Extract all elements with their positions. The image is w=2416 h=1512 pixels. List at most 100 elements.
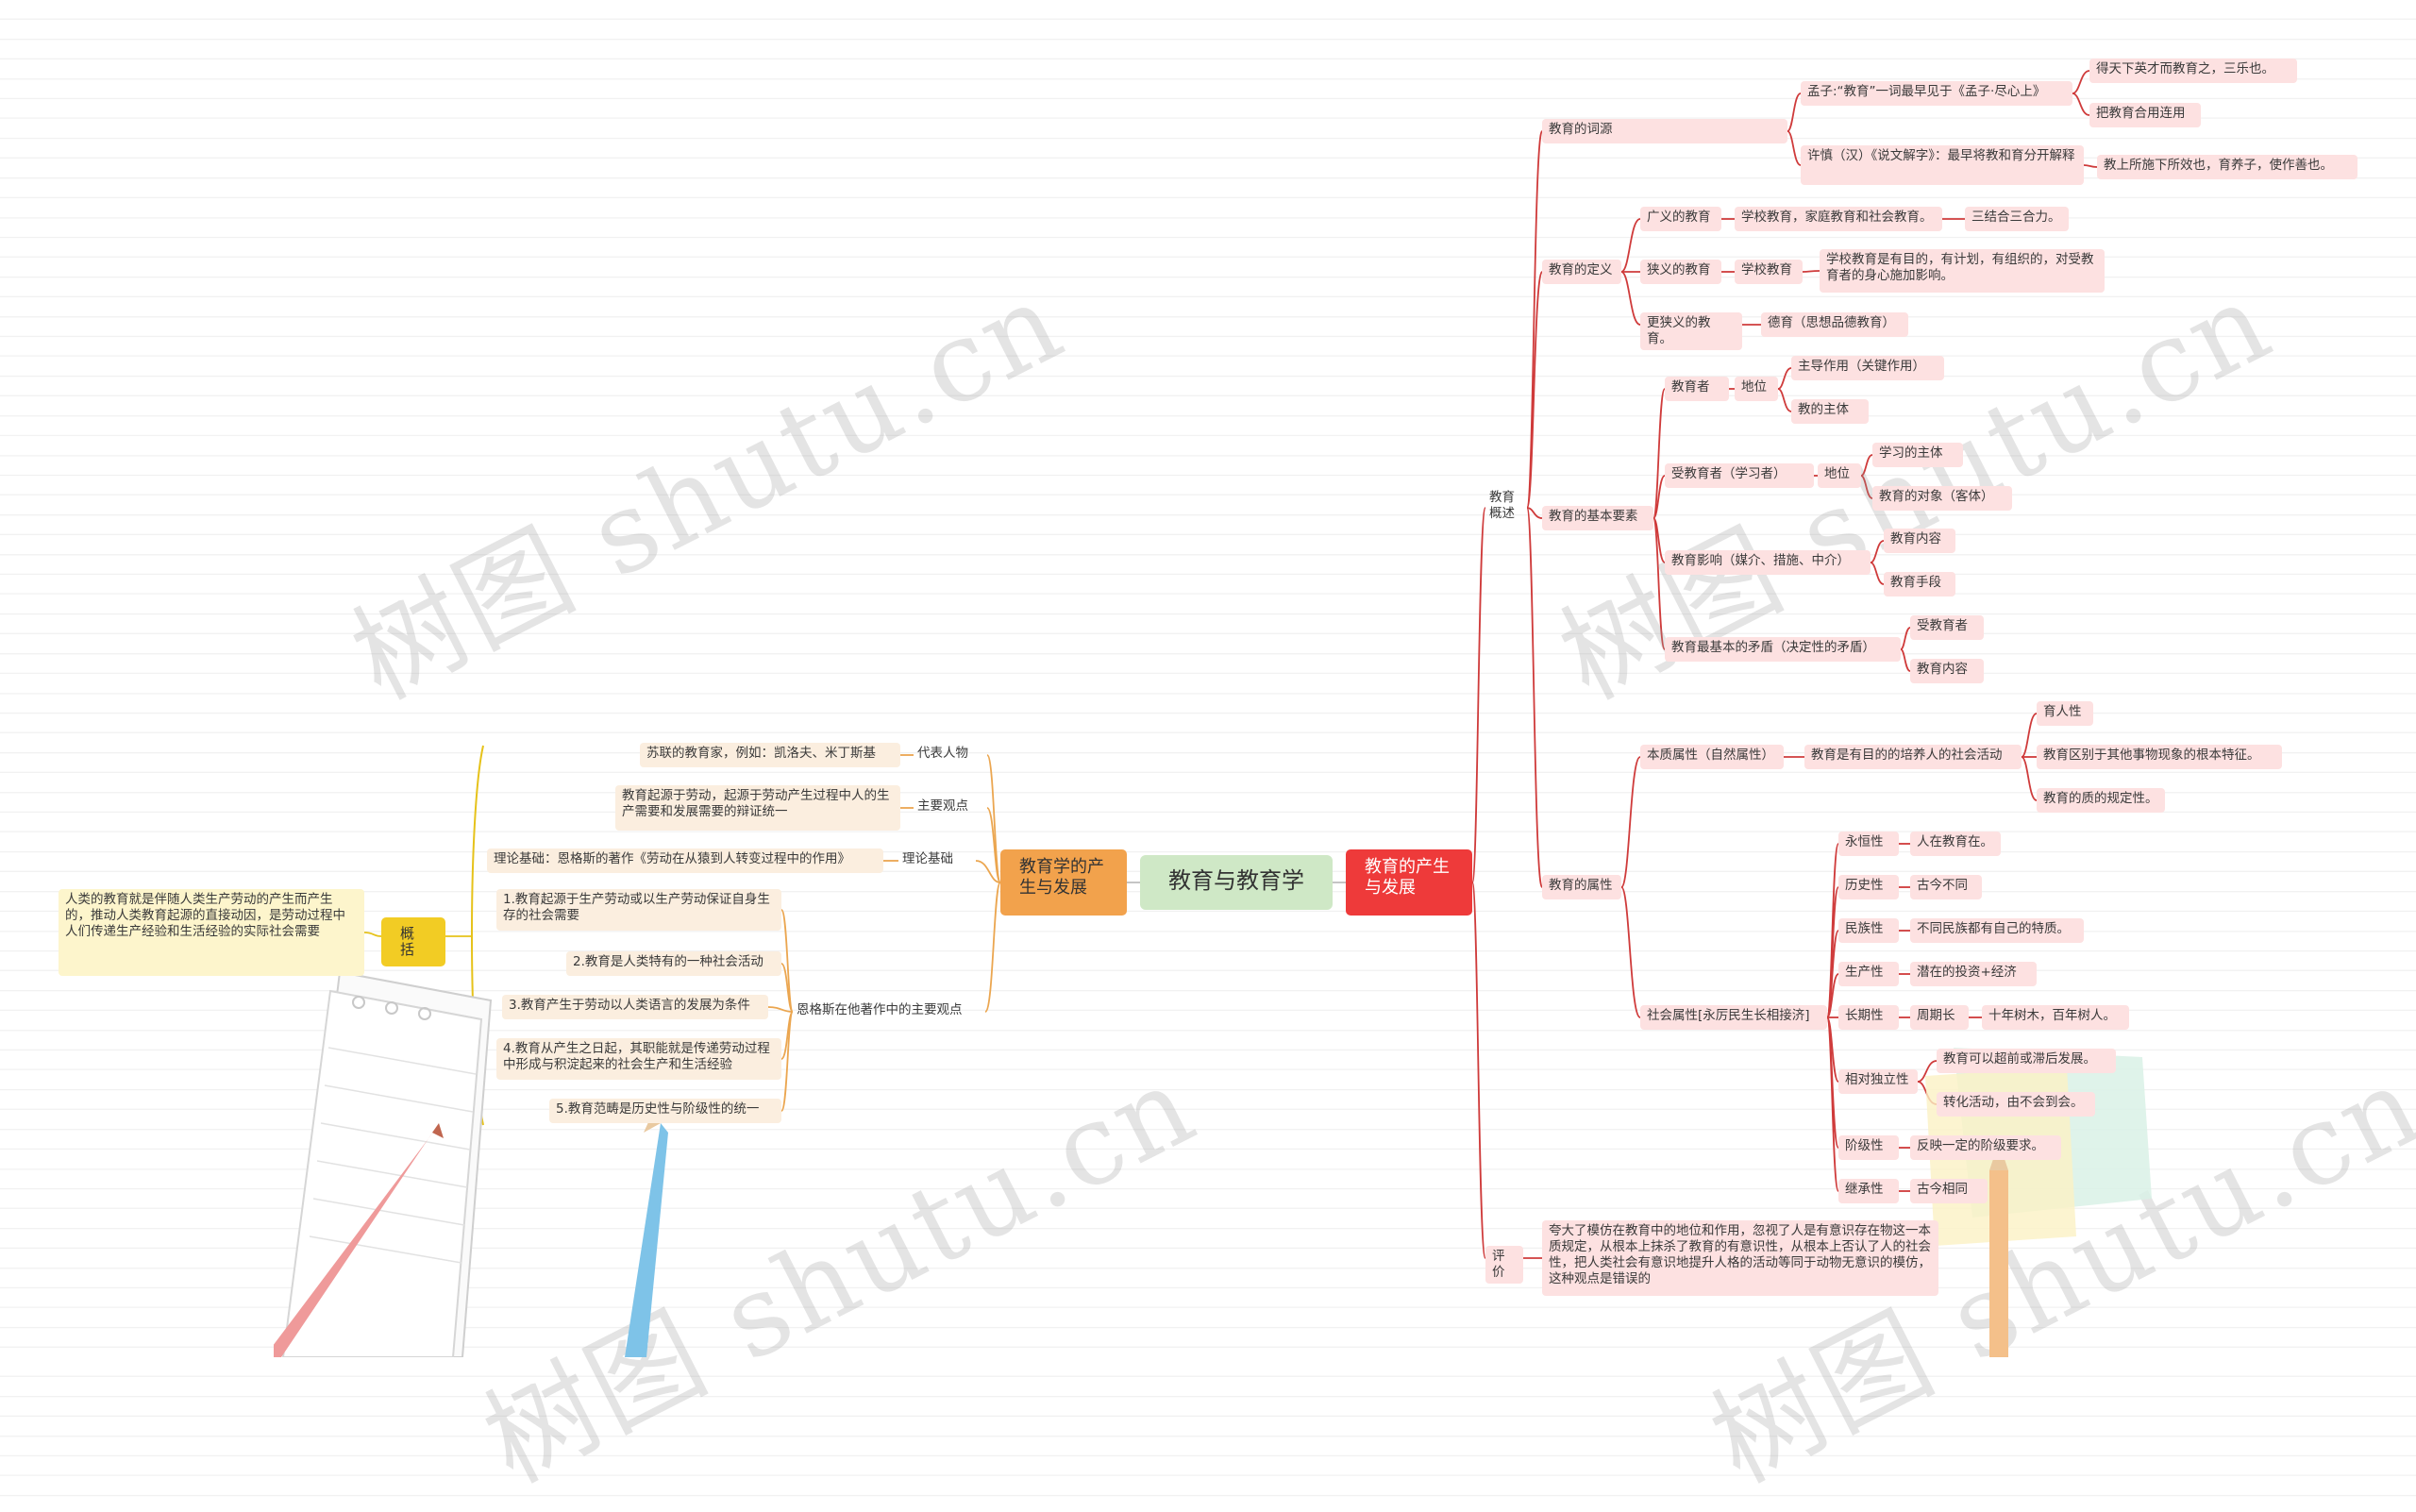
node-historical-a[interactable]: 古今不同 (1910, 875, 1982, 899)
node-education-overview[interactable]: 教育概述 (1489, 490, 1515, 521)
connector-line (1526, 130, 1543, 509)
node-learner-position[interactable]: 地位 (1818, 463, 1861, 488)
node-engels-point-3[interactable]: 3.教育产生于劳动以人类语言的发展为条件 (502, 995, 768, 1019)
node-narrow[interactable]: 狭义的教育 (1640, 260, 1721, 284)
connector-line (780, 909, 794, 1013)
node-narrower[interactable]: 更狭义的教育。 (1640, 312, 1742, 350)
node-narrower-a[interactable]: 德育（思想品德教育） (1761, 312, 1908, 337)
node-class-a[interactable]: 反映一定的阶级要求。 (1910, 1135, 2061, 1160)
connector-line (1620, 756, 1641, 888)
node-productive-a[interactable]: 潜在的投资+经济 (1910, 962, 2037, 986)
connector-line (1900, 627, 1911, 650)
node-longterm[interactable]: 长期性 (1838, 1005, 1899, 1030)
node-longterm-a[interactable]: 周期长 (1910, 1005, 1969, 1030)
node-etymology[interactable]: 教育的词源 (1542, 119, 1787, 143)
branch-pedagogy-origin[interactable]: 教育学的产生与发展 (1000, 849, 1127, 916)
node-essence[interactable]: 本质属性（自然属性） (1640, 745, 1784, 769)
node-definition[interactable]: 教育的定义 (1542, 260, 1621, 284)
node-evaluation-text[interactable]: 夸大了模仿在教育中的地位和作用，忽视了人是有意识存在物这一本质规定，从根本上抹杀… (1542, 1220, 1938, 1296)
node-eternal-a[interactable]: 人在教育在。 (1910, 832, 2001, 856)
node-influence-b[interactable]: 教育手段 (1884, 572, 1955, 596)
connector-line (1526, 271, 1543, 509)
node-class[interactable]: 阶级性 (1838, 1135, 1899, 1160)
node-engels-point-2[interactable]: 2.教育是人类特有的一种社会活动 (566, 951, 781, 976)
connector-line (986, 807, 1001, 883)
node-main-view[interactable]: 主要观点 (917, 798, 968, 814)
branch-education-origin[interactable]: 教育的产生与发展 (1346, 849, 1472, 916)
node-longterm-b[interactable]: 十年树木，百年树人。 (1982, 1005, 2129, 1030)
node-eternal[interactable]: 永恒性 (1838, 832, 1899, 856)
node-narrow-b[interactable]: 学校教育是有目的，有计划，有组织的，对受教育者的身心施加影响。 (1820, 249, 2105, 293)
node-mencius-a[interactable]: 得天下英才而教育之，三乐也。 (2089, 59, 2297, 83)
connector-line (975, 860, 1001, 883)
connector-line (1653, 388, 1666, 519)
node-productive[interactable]: 生产性 (1838, 962, 1899, 986)
connector-line (1802, 270, 1820, 273)
connector-line (2083, 164, 2098, 168)
connector-line (1620, 218, 1641, 273)
node-attributes[interactable]: 教育的属性 (1542, 875, 1621, 899)
connector-line (1526, 507, 1543, 888)
mind-map-canvas: 树图 shutu.cn 树图 shutu.cn 树图 shutu.cn 树图 s… (59, 59, 2416, 1507)
node-independent-a[interactable]: 教育可以超前或滞后发展。 (1937, 1049, 2116, 1073)
connector-line (1620, 271, 1641, 326)
node-contradiction[interactable]: 教育最基本的矛盾（决定性的矛盾） (1665, 637, 1901, 662)
node-engels-views[interactable]: 恩格斯在他著作中的主要观点 (797, 1002, 963, 1017)
node-broad-a[interactable]: 学校教育，家庭教育和社会教育。 (1735, 207, 1942, 231)
notebook-pencil-illustration (274, 970, 668, 1357)
node-engels-point-1[interactable]: 1.教育起源于生产劳动或以生产劳动保证自身生存的社会需要 (496, 889, 781, 931)
node-historical[interactable]: 历史性 (1838, 875, 1899, 899)
node-learner-a[interactable]: 学习的主体 (1872, 443, 1963, 467)
node-national[interactable]: 民族性 (1838, 918, 1899, 943)
node-theory-basis[interactable]: 理论基础 (902, 851, 953, 866)
connector-line (1777, 388, 1792, 412)
node-theory-basis-text[interactable]: 理论基础：恩格斯的著作《劳动在从猿到人转变过程中的作用》 (487, 848, 883, 873)
node-national-a[interactable]: 不同民族都有自己的特质。 (1910, 918, 2084, 943)
node-essence-a[interactable]: 教育是有目的的培养人的社会活动 (1804, 745, 2022, 769)
node-inherit[interactable]: 继承性 (1838, 1179, 1899, 1203)
node-narrow-a[interactable]: 学校教育 (1735, 260, 1803, 284)
connector-line (767, 1006, 794, 1013)
node-influence[interactable]: 教育影响（媒介、措施、中介） (1665, 550, 1871, 575)
node-engels-point-5[interactable]: 5.教育范畴是历史性与阶级性的统一 (549, 1099, 781, 1123)
node-independent-b[interactable]: 转化活动，由不会到会。 (1937, 1092, 2095, 1117)
node-representatives-text[interactable]: 苏联的教育家，例如：凯洛夫、米丁斯基 (640, 743, 900, 767)
connector-line (1860, 454, 1873, 477)
node-main-view-text[interactable]: 教育起源于劳动，起源于劳动产生过程中人的生产需要和发展需要的辩证统一 (615, 785, 900, 831)
node-summary-text[interactable]: 人类的教育就是伴随人类生产劳动的产生而产生的，推动人类教育起源的直接动因，是劳动… (59, 889, 364, 976)
connector-line (1826, 1016, 1839, 1192)
node-educator-position[interactable]: 地位 (1735, 377, 1778, 401)
node-xushen-a[interactable]: 教上所施下所效也，育养子，使作善也。 (2097, 155, 2357, 179)
connector-line (2021, 756, 2038, 801)
connector-line (2072, 70, 2090, 94)
node-educator[interactable]: 教育者 (1665, 377, 1729, 401)
connector-line (1900, 648, 1911, 672)
connector-line (1653, 475, 1666, 519)
connector-line (1777, 367, 1792, 390)
node-educator-b[interactable]: 教的主体 (1791, 399, 1869, 424)
node-independent[interactable]: 相对独立性 (1838, 1069, 1918, 1094)
node-essence-b3[interactable]: 教育的质的规定性。 (2037, 788, 2165, 813)
node-xushen[interactable]: 许慎（汉）《说文解字》：最早将教和育分开解释 (1801, 145, 2084, 185)
connector-line (2021, 713, 2038, 758)
node-mencius-b[interactable]: 把教育合用连用 (2089, 103, 2201, 127)
node-mencius[interactable]: 孟子:“教育”一词最早见于《孟子·尽心上》 (1801, 81, 2072, 106)
node-influence-a[interactable]: 教育内容 (1884, 529, 1955, 553)
node-summary[interactable]: 概括 (381, 917, 445, 966)
node-essence-b2[interactable]: 教育区别于其他事物现象的根本特征。 (2037, 745, 2282, 769)
node-learner-b[interactable]: 教育的对象（客体） (1872, 486, 2012, 511)
node-representatives[interactable]: 代表人物 (917, 746, 968, 761)
node-engels-point-4[interactable]: 4.教育从产生之日起，其职能就是传递劳动过程中形成与积淀起来的社会生产和生活经验 (496, 1038, 781, 1080)
node-basic-elements[interactable]: 教育的基本要素 (1542, 506, 1653, 530)
node-evaluation[interactable]: 评价 (1485, 1246, 1523, 1284)
node-learner[interactable]: 受教育者（学习者） (1665, 463, 1814, 488)
center-topic[interactable]: 教育与教育学 (1140, 855, 1333, 910)
node-inherit-a[interactable]: 古今相同 (1910, 1179, 1988, 1203)
node-educator-a[interactable]: 主导作用（关键作用） (1791, 356, 1944, 380)
node-broad-b[interactable]: 三结合三合力。 (1965, 207, 2069, 231)
node-contradiction-a[interactable]: 受教育者 (1910, 615, 1984, 640)
node-broad[interactable]: 广义的教育 (1640, 207, 1721, 231)
node-contradiction-b[interactable]: 教育内容 (1910, 659, 1984, 683)
node-essence-b1[interactable]: 育人性 (2037, 701, 2093, 726)
node-social[interactable]: 社会属性[永厉民生长相接济] (1640, 1005, 1827, 1030)
